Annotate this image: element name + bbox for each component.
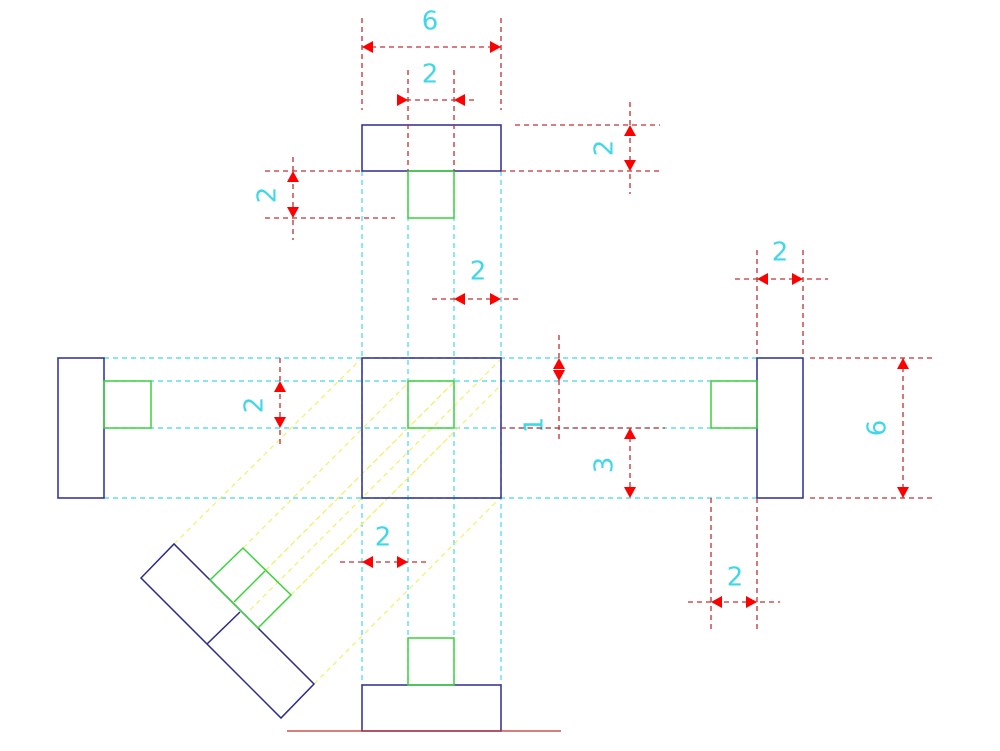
dim-gap-height: 1 — [520, 417, 550, 434]
dim-right-total-height: 6 — [863, 420, 893, 437]
dimension-arrow — [624, 428, 636, 439]
dimension-arrow — [553, 358, 565, 369]
dimension-arrow — [454, 94, 465, 106]
oblique-projection-line — [242, 380, 411, 549]
dimension-arrow — [897, 358, 909, 369]
dimension-arrow — [624, 125, 636, 136]
dim-bottom-right-width: 2 — [727, 563, 744, 593]
top-view-rect — [361, 124, 502, 172]
dimension-arrow — [490, 41, 501, 53]
dim-left-inner-height: 2 — [240, 397, 270, 414]
oblique-view-bar — [139, 542, 316, 720]
oblique-projection-line — [233, 380, 456, 603]
dimensions: 6 2 2 2 2 2 2 1 3 6 2 2 — [240, 7, 935, 632]
left-view-bar — [57, 357, 105, 499]
dimension-arrow — [711, 596, 722, 608]
dim-right-bar-width: 2 — [772, 238, 789, 268]
dimension-arrow — [746, 596, 757, 608]
dim-mid-right-width: 2 — [470, 257, 487, 287]
dim-lower-height: 3 — [590, 457, 620, 474]
top-view-square — [407, 170, 455, 219]
dimension-arrow — [274, 381, 286, 392]
dimension-arrow — [287, 171, 299, 182]
dimension-arrow — [362, 556, 373, 568]
dimension-arrow — [287, 207, 299, 218]
dimension-arrow — [490, 293, 501, 305]
dimension-arrow — [757, 273, 768, 285]
dimension-arrow — [553, 370, 565, 381]
oblique-view-divider — [206, 611, 241, 645]
dim-top-green-height: 2 — [253, 187, 283, 204]
dimension-arrow — [397, 556, 408, 568]
right-view-square — [710, 380, 758, 429]
dim-top-rect-height: 2 — [590, 140, 620, 157]
dimension-arrow — [362, 41, 373, 53]
dimension-arrow — [624, 160, 636, 171]
dim-top-inner-width: 2 — [422, 60, 439, 90]
oblique-projection-line — [173, 357, 363, 545]
front-view-inner-square — [407, 380, 455, 429]
right-view-bar — [756, 357, 804, 499]
dimension-arrow — [454, 293, 465, 305]
dimension-arrow — [274, 417, 286, 428]
left-view-square — [103, 380, 152, 429]
oblique-projection-line — [313, 497, 501, 685]
dim-bottom-left-width: 2 — [375, 523, 392, 553]
oblique-view-square-divider — [233, 570, 266, 603]
dimension-arrow — [397, 94, 408, 106]
dim-top-width: 6 — [422, 7, 439, 37]
bottom-view-square — [407, 637, 455, 686]
dimension-arrow — [792, 273, 803, 285]
dimension-arrow — [897, 487, 909, 498]
dimension-arrow — [624, 487, 636, 498]
oblique-projection-line — [290, 385, 501, 596]
oblique-projection-line — [249, 359, 501, 611]
bottom-view-rect — [361, 684, 502, 732]
oblique-view-square — [208, 546, 293, 630]
